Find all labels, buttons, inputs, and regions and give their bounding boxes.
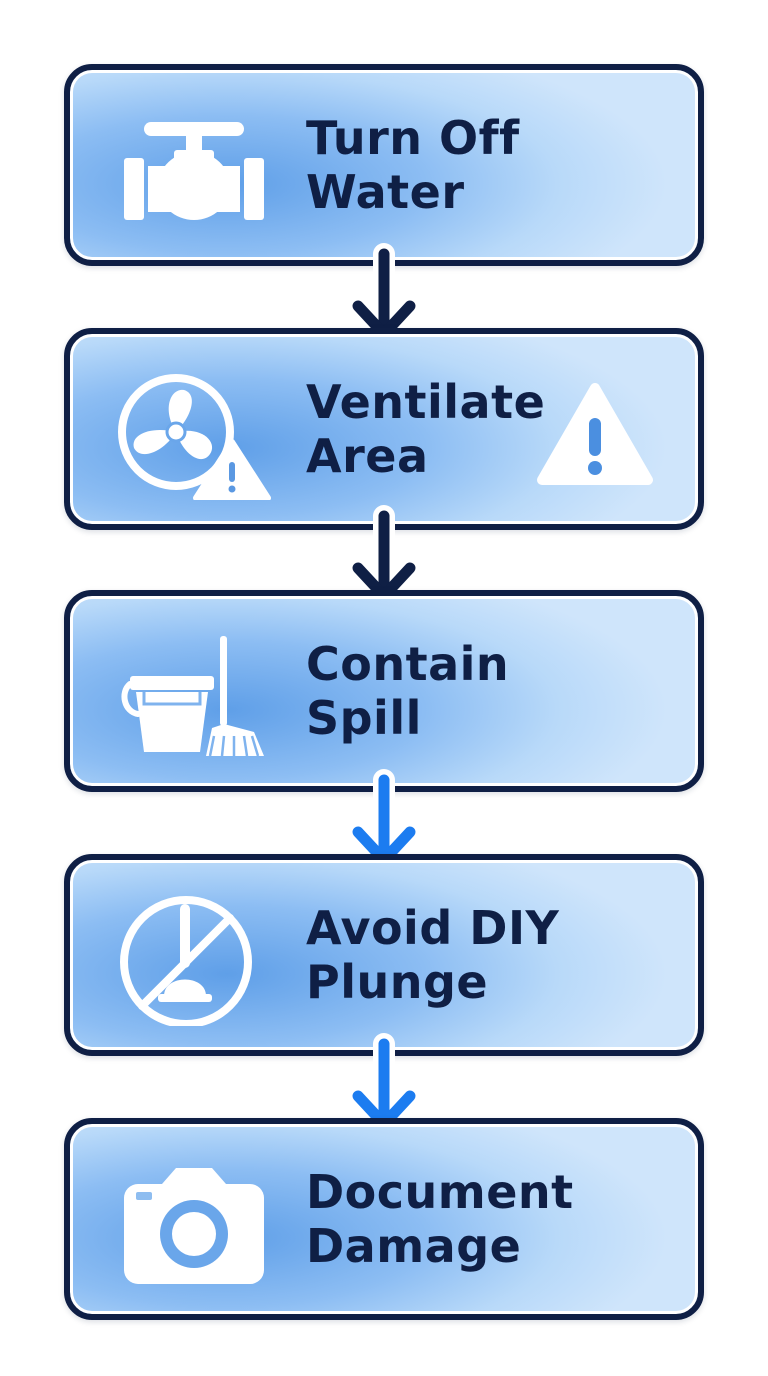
fan-warning-icon bbox=[114, 370, 274, 500]
step-document-damage: Document Damage bbox=[64, 1118, 704, 1320]
step-label-line1: Document bbox=[306, 1165, 574, 1219]
step-avoid-diy-plunge: Avoid DIY Plunge bbox=[64, 854, 704, 1056]
step-label-line2: Damage bbox=[306, 1219, 522, 1273]
camera-icon bbox=[114, 1160, 274, 1290]
step-label: Turn Off Water bbox=[306, 111, 520, 219]
step-label: Ventilate Area bbox=[306, 375, 545, 483]
step-label: Contain Spill bbox=[306, 637, 509, 745]
step-ventilate-area: Ventilate Area bbox=[64, 328, 704, 530]
step-label-line1: Avoid DIY bbox=[306, 901, 560, 955]
step-label: Document Damage bbox=[306, 1165, 574, 1273]
step-contain-spill: Contain Spill bbox=[64, 590, 704, 792]
step-turn-off-water: Turn Off Water bbox=[64, 64, 704, 266]
step-label: Avoid DIY Plunge bbox=[306, 901, 559, 1009]
step-label-line1: Turn Off bbox=[306, 111, 520, 165]
step-label-line2: Area bbox=[306, 429, 429, 483]
step-label-line2: Plunge bbox=[306, 955, 489, 1009]
flow-arrow-4 bbox=[344, 1033, 424, 1136]
water-valve-icon bbox=[114, 106, 274, 236]
step-label-line2: Water bbox=[306, 165, 465, 219]
warning-icon bbox=[536, 380, 654, 490]
step-label-line2: Spill bbox=[306, 691, 422, 745]
step-label-line1: Ventilate bbox=[306, 375, 546, 429]
step-label-line1: Contain bbox=[306, 637, 510, 691]
bucket-mop-icon bbox=[114, 632, 274, 762]
no-plunger-icon bbox=[114, 896, 274, 1026]
